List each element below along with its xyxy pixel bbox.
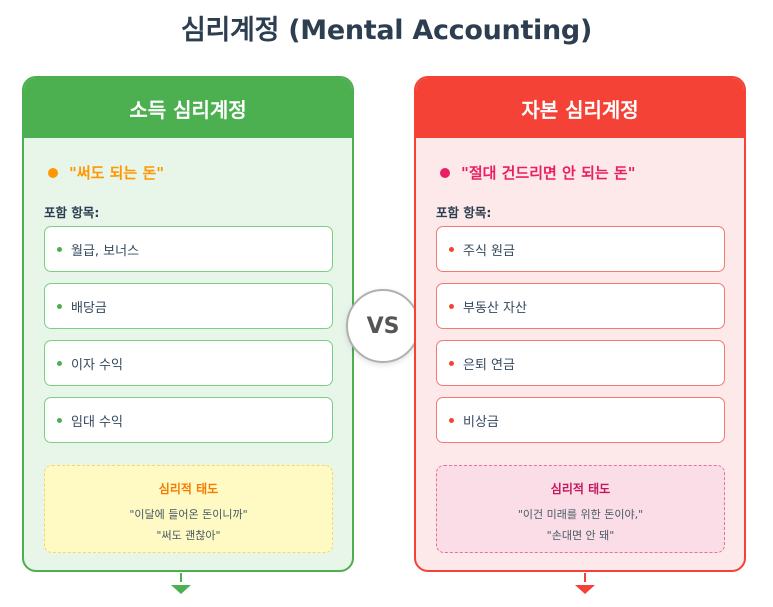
income-card-header: 소득 심리계정 (24, 78, 352, 138)
bullet-icon (449, 417, 454, 423)
capital-item-label: 비상금 (463, 414, 499, 430)
income-item-label: 배당금 (71, 300, 107, 316)
income-item-label: 임대 수익 (71, 414, 123, 430)
bullet-icon (449, 360, 454, 366)
capital-account-card: 자본 심리계정 "절대 건드리면 안 되는 돈" 포함 항목: 주식 원금 부동… (414, 76, 746, 594)
arrow-down-icon (575, 573, 595, 594)
bullet-icon (57, 246, 62, 252)
capital-card-header: 자본 심리계정 (416, 78, 744, 138)
capital-attitude-quote: "손대면 안 돼" (546, 529, 615, 542)
capital-attitude-box: 심리적 태도 "이건 미래를 위한 돈이야," "손대면 안 돼" (436, 465, 725, 553)
capital-item-label: 부동산 자산 (463, 300, 527, 316)
bullet-icon (57, 417, 62, 423)
income-item: 월급, 보너스 (44, 226, 333, 272)
capital-items-label: 포함 항목: (436, 205, 492, 220)
income-item-label: 이자 수익 (71, 357, 123, 373)
income-items-label: 포함 항목: (44, 205, 100, 220)
income-item-label: 월급, 보너스 (71, 243, 140, 259)
capital-item-label: 주식 원금 (463, 243, 515, 259)
bullet-icon (449, 246, 454, 252)
income-attitude-box: 심리적 태도 "이달에 들어온 돈이니까" "써도 괜찮아" (44, 465, 333, 553)
page-title: 심리계정 (Mental Accounting) (180, 15, 593, 46)
income-slogan-text: "써도 되는 돈" (69, 164, 165, 182)
capital-item: 은퇴 연금 (436, 340, 725, 386)
bullet-icon (57, 303, 62, 309)
slogan-dot-icon (48, 167, 58, 178)
income-attitude-quote: "써도 괜찮아" (156, 529, 221, 542)
capital-item: 부동산 자산 (436, 283, 725, 329)
capital-attitude-quote: "이건 미래를 위한 돈이야," (517, 508, 644, 521)
capital-item-label: 은퇴 연금 (463, 357, 515, 373)
capital-slogan: "절대 건드리면 안 되는 돈" (440, 162, 636, 183)
capital-item: 주식 원금 (436, 226, 725, 272)
bullet-icon (449, 303, 454, 309)
vs-badge: VS (346, 289, 420, 363)
income-account-card: 소득 심리계정 "써도 되는 돈" 포함 항목: 월급, 보너스 배당금 이자 … (22, 76, 354, 594)
arrow-down-icon (171, 573, 191, 594)
income-attitude-quote: "이달에 들어온 돈이니까" (129, 508, 248, 521)
income-item: 이자 수익 (44, 340, 333, 386)
income-slogan: "써도 되는 돈" (48, 162, 164, 183)
bullet-icon (57, 360, 62, 366)
slogan-dot-icon (440, 167, 450, 178)
income-attitude-title: 심리적 태도 (158, 482, 219, 496)
income-item: 임대 수익 (44, 397, 333, 443)
capital-item: 비상금 (436, 397, 725, 443)
capital-attitude-title: 심리적 태도 (550, 482, 611, 496)
income-item: 배당금 (44, 283, 333, 329)
capital-slogan-text: "절대 건드리면 안 되는 돈" (461, 164, 636, 182)
